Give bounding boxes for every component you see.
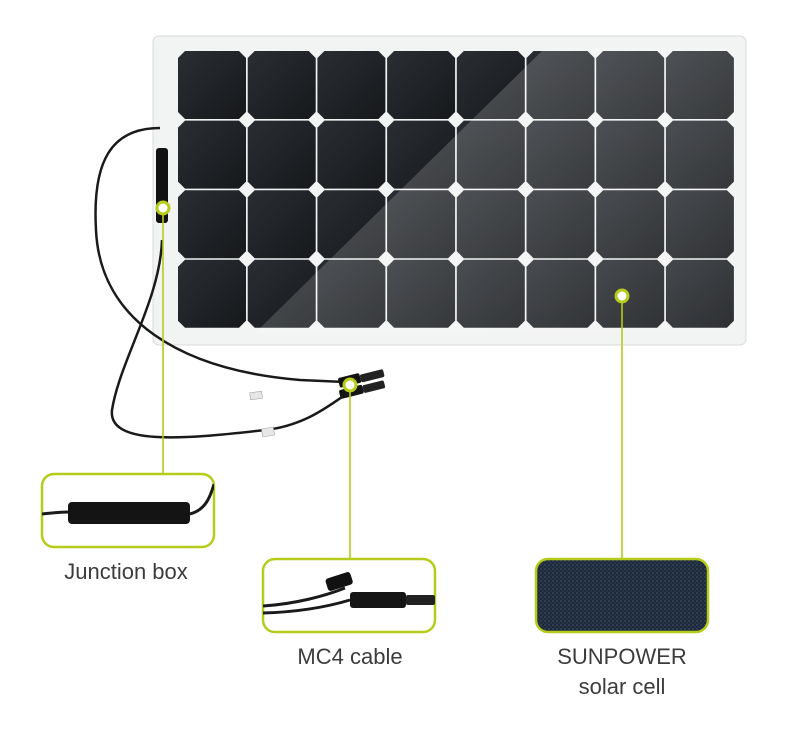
solar-cell-detail (534, 557, 710, 634)
cable-tag-1 (249, 390, 263, 401)
solar-cell (247, 51, 316, 119)
caption-solar-cell-line1: SUNPOWER (557, 644, 687, 669)
solar-cell (317, 120, 386, 189)
caption-mc4-cable-text: MC4 cable (297, 644, 403, 669)
cable-right-lead (110, 239, 351, 439)
callout-dot-cell (614, 288, 630, 304)
solar-cell (178, 120, 246, 189)
junction-box-detail (40, 472, 216, 549)
caption-mc4-cable: MC4 cable (262, 642, 438, 672)
solar-cell (178, 51, 246, 119)
caption-junction-box-text: Junction box (64, 559, 188, 584)
solar-cell (387, 51, 456, 119)
panel-gloss (255, 48, 735, 333)
mc4-cable-detail (261, 557, 437, 634)
solar-cell (178, 190, 246, 259)
callout-dot-junction (155, 200, 171, 216)
callout-dot-mc4 (342, 377, 358, 393)
caption-solar-cell-line2: solar cell (578, 674, 666, 699)
cable-left-loop (94, 126, 346, 384)
solar-cell (317, 51, 386, 119)
solar-cell (247, 190, 316, 259)
cable-tag-2 (261, 426, 275, 438)
solar-cell (178, 259, 246, 328)
solar-cell (247, 120, 316, 189)
caption-junction-box: Junction box (38, 557, 214, 587)
caption-solar-cell: SUNPOWER solar cell (534, 642, 710, 702)
